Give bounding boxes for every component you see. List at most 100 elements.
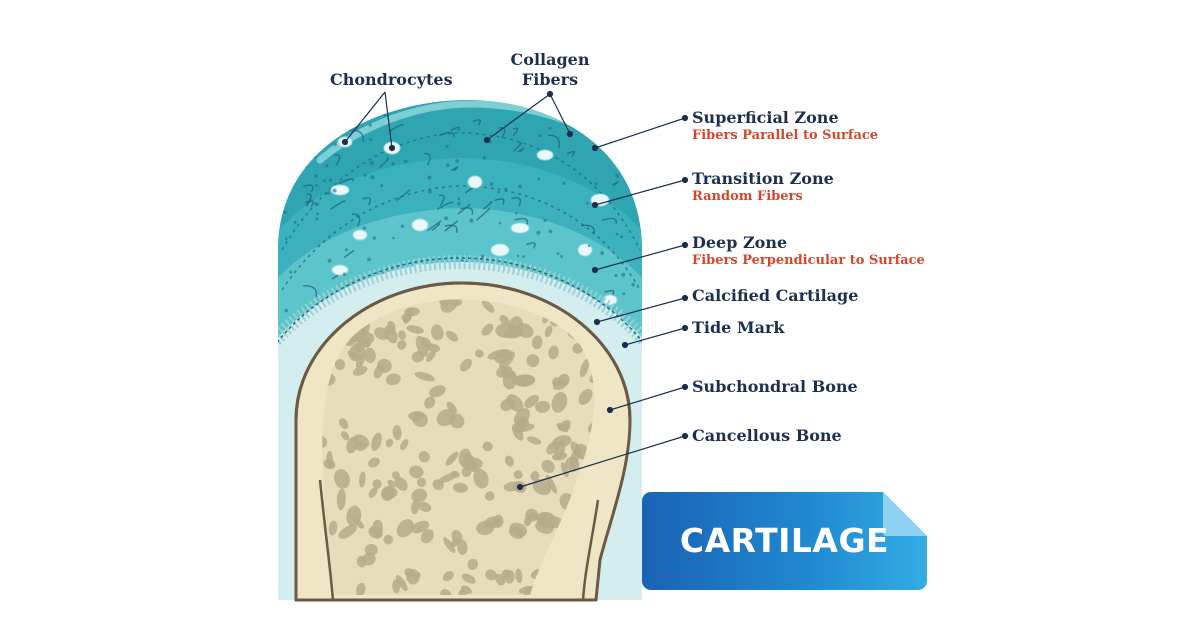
collagen-fiber <box>423 152 431 166</box>
trabecular-pore <box>526 354 540 368</box>
matrix-dot <box>428 189 432 194</box>
trabecular-pore <box>411 520 430 534</box>
collagen-fiber <box>612 181 619 186</box>
matrix-dot <box>316 212 319 216</box>
trabecular-pore <box>418 451 430 463</box>
matrix-dot <box>482 156 487 160</box>
trabecular-pore <box>460 585 473 594</box>
label-subchondral-bone: Subchondral Bone <box>692 377 858 396</box>
trabecular-pore <box>545 474 558 494</box>
trabecular-pore <box>451 529 463 544</box>
collagen-fiber <box>601 217 617 224</box>
collagen-fiber <box>334 154 341 166</box>
matrix-dot <box>537 177 541 181</box>
matrix-dot <box>284 237 288 241</box>
trabecular-pore <box>333 469 350 489</box>
chondrocyte <box>330 184 350 196</box>
trabecular-pore <box>431 324 444 341</box>
collagen-fiber <box>483 200 493 210</box>
trabecular-pore <box>475 349 484 358</box>
collagen-fiber <box>305 193 312 207</box>
collagen-fiber <box>444 224 458 233</box>
matrix-dot <box>514 211 518 215</box>
collagen-fiber <box>303 184 314 192</box>
matrix-dot <box>445 144 449 149</box>
trabecular-pore <box>387 479 397 488</box>
trabecular-pore <box>383 534 394 545</box>
collagen-fiber <box>451 166 459 172</box>
trabecular-pore <box>420 529 434 544</box>
trabecular-pore <box>334 358 346 371</box>
collagen-fiber <box>396 189 411 201</box>
trabecular-pore <box>570 441 583 459</box>
trabecular-pore <box>403 307 414 324</box>
superficial-zone-shine <box>316 100 579 164</box>
trabecular-pore <box>340 431 350 441</box>
trabecular-pore <box>352 365 368 376</box>
matrix-dot <box>522 255 525 258</box>
trabecular-pore <box>394 476 408 491</box>
matrix-dot <box>497 190 500 194</box>
trabecular-pore <box>358 338 371 348</box>
collagen-fiber <box>438 132 455 138</box>
label-collagen-line2: Fibers <box>521 70 579 89</box>
matrix-dot <box>489 182 494 186</box>
trabecular-pore <box>437 472 458 484</box>
collagen-fiber <box>437 201 454 210</box>
collagen-fiber <box>338 178 355 184</box>
matrix-dot <box>369 161 374 166</box>
matrix-dot <box>368 123 372 127</box>
trabecular-pore <box>429 385 446 398</box>
chondrocyte <box>467 175 483 189</box>
label-superficial-zone: Superficial Zone <box>692 108 839 127</box>
label-chondrocytes: Chondrocytes <box>330 70 453 89</box>
trabecular-pore <box>336 488 346 511</box>
trabecular-pore <box>524 394 539 409</box>
trabecular-pore <box>426 343 441 353</box>
trabecular-pore <box>346 505 362 527</box>
matrix-dot <box>328 178 333 182</box>
matrix-dot <box>303 164 307 169</box>
matrix-dot <box>536 230 541 235</box>
collagen-fiber <box>498 127 506 138</box>
trabecular-pore <box>426 350 436 362</box>
trabecular-pore <box>531 335 543 350</box>
matrix-dot <box>363 173 367 177</box>
trabecular-pore <box>499 315 510 326</box>
matrix-dots <box>283 113 636 313</box>
trabecular-pore <box>396 519 414 538</box>
matrix-dot <box>504 187 508 191</box>
matrix-dot <box>400 224 405 229</box>
collagen-fiber <box>379 157 389 169</box>
collagen-fiber <box>438 194 445 206</box>
collagen-fiber <box>566 150 575 157</box>
trabecular-pore <box>355 354 366 369</box>
trabecular-pore <box>467 558 479 570</box>
matrix-dot <box>620 235 624 239</box>
trabecular-pore <box>323 459 336 470</box>
matrix-dot <box>548 229 553 234</box>
trabecular-pore <box>436 408 456 427</box>
trabecular-pore <box>346 436 359 454</box>
trabecular-pore <box>461 467 472 477</box>
collagen-fiber <box>450 126 461 132</box>
collagen-fiber <box>457 203 471 215</box>
trabecular-pore <box>530 471 540 481</box>
matrix-dot <box>615 173 620 178</box>
trabecular-pore <box>487 349 509 360</box>
leader-lines <box>341 90 689 491</box>
matrix-dot <box>556 252 560 256</box>
trabecular-pore <box>495 573 506 586</box>
trabecular-pore <box>392 579 401 594</box>
trabecular-pore <box>446 401 457 414</box>
matrix-dot <box>538 133 542 138</box>
trabecular-pore <box>356 582 366 595</box>
matrix-dot <box>344 248 348 252</box>
trabecular-pore <box>538 512 548 525</box>
trabecular-pore <box>442 571 454 582</box>
collagen-fiber <box>362 197 372 206</box>
matrix-dot <box>480 254 485 259</box>
matrix-dot <box>332 188 337 193</box>
matrix-dot <box>403 159 408 164</box>
label-collagen-line1: Collagen <box>510 50 590 69</box>
